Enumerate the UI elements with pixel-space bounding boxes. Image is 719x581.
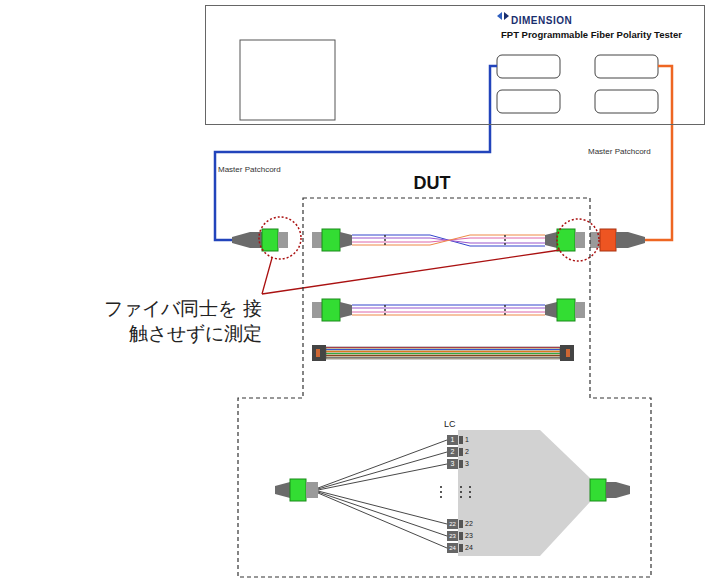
port	[595, 55, 658, 78]
port-number: 24	[449, 545, 456, 552]
port-number: 3	[465, 460, 469, 468]
tester-box: DIMENSION FPT Programmable Fiber Polarity…	[205, 5, 705, 125]
port	[497, 55, 560, 78]
patchcord-label: Master Patchcord	[588, 147, 651, 156]
dashed-outline-path	[238, 198, 651, 577]
port-number: 3	[451, 460, 455, 468]
fanout-cable	[275, 430, 630, 556]
leader-line	[262, 250, 560, 294]
port-number: 1	[465, 436, 469, 444]
callout-note: ファイバ同士を 接触させずに測定	[100, 296, 262, 345]
brand-logo: DIMENSION	[511, 15, 572, 27]
patchcord-label: Master Patchcord	[218, 165, 281, 174]
screen	[240, 40, 335, 120]
device-title: FPT Programmable Fiber Polarity Tester	[501, 30, 682, 41]
port-number: 22	[465, 520, 473, 528]
port-number: 23	[449, 533, 456, 540]
connector-label: LC	[444, 419, 456, 429]
callout-circle	[557, 219, 599, 261]
port-number: 23	[465, 532, 473, 540]
dut-region: DUT	[237, 170, 652, 578]
port-number: 1	[451, 436, 455, 444]
port	[497, 90, 560, 113]
dashed-outline	[237, 170, 652, 578]
logo-icon	[497, 12, 509, 20]
port-number: 24	[465, 544, 473, 552]
blue-patchcord	[215, 66, 497, 240]
ribbon-cable	[312, 345, 574, 361]
master-connector	[232, 229, 288, 251]
crossed-cable	[312, 229, 585, 251]
port	[595, 90, 658, 113]
port-number: 2	[451, 448, 455, 456]
port-number: 22	[449, 521, 456, 528]
callout-circle	[259, 217, 301, 259]
port-number: 2	[465, 448, 469, 456]
straight-cable	[312, 299, 585, 321]
dut-heading: DUT	[414, 173, 451, 194]
